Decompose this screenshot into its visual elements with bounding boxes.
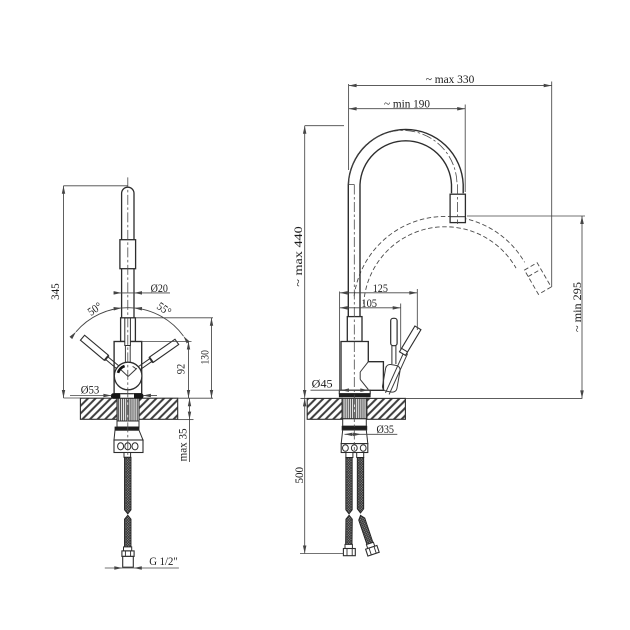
svg-text:~ min 295: ~ min 295	[571, 282, 584, 332]
svg-text:~ max 440: ~ max 440	[292, 226, 305, 287]
svg-text:Ø20: Ø20	[151, 282, 168, 295]
svg-text:345: 345	[49, 283, 62, 300]
svg-text:500: 500	[293, 467, 306, 484]
svg-text:92: 92	[175, 364, 188, 375]
svg-text:max 35: max 35	[176, 428, 189, 461]
svg-text:Ø53: Ø53	[81, 383, 100, 396]
svg-text:105: 105	[361, 297, 377, 310]
svg-text:G 1/2": G 1/2"	[149, 555, 178, 568]
svg-text:~ max 330: ~ max 330	[426, 73, 475, 86]
svg-text:125: 125	[373, 282, 388, 295]
svg-text:Ø45: Ø45	[312, 377, 333, 390]
svg-text:~ min 190: ~ min 190	[384, 98, 430, 111]
svg-text:130: 130	[198, 350, 211, 365]
svg-text:Ø35: Ø35	[377, 423, 395, 436]
